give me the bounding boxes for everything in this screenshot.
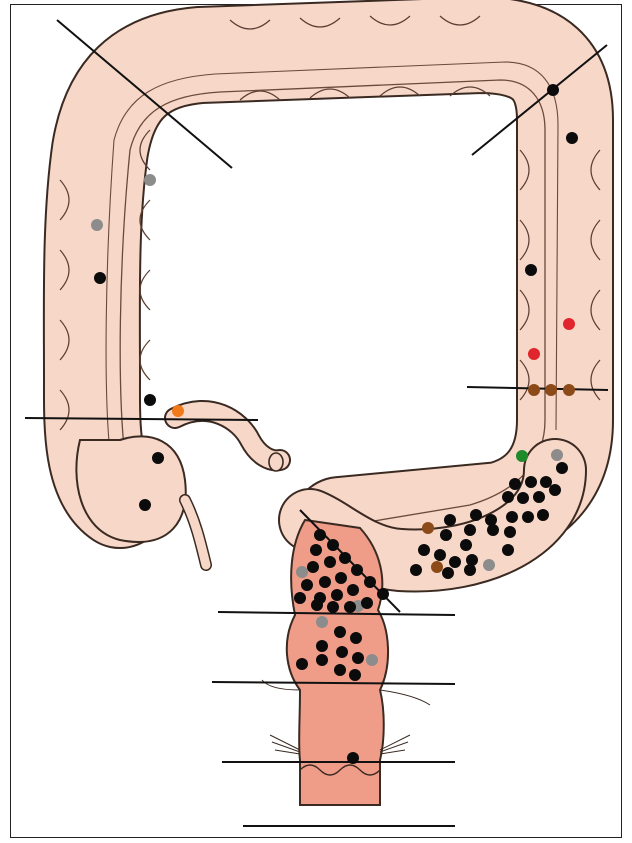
lesion-dot-black [502, 544, 514, 556]
lesion-dot-brown [422, 522, 434, 534]
lesion-dot-black [509, 478, 521, 490]
lesion-dot-black [377, 588, 389, 600]
lesion-dot-black [139, 499, 151, 511]
lesion-dot-gray [316, 616, 328, 628]
lesion-dot-black [487, 524, 499, 536]
lesion-dot-black [434, 549, 446, 561]
lesion-dot-green [516, 450, 528, 462]
lesion-dot-black [566, 132, 578, 144]
lesion-dot-black [444, 514, 456, 526]
lesion-dot-black [310, 544, 322, 556]
lesion-dot-black [352, 652, 364, 664]
lesion-dot-black [350, 632, 362, 644]
lesion-dot-black [449, 556, 461, 568]
lesion-dot-black [327, 539, 339, 551]
lesion-dot-black [525, 476, 537, 488]
lesion-dot-black [94, 272, 106, 284]
lesion-dot-black [547, 84, 559, 96]
lesion-dot-gray [144, 174, 156, 186]
lesion-dot-black [442, 567, 454, 579]
lesion-dot-black [334, 626, 346, 638]
lesion-dot-black [144, 394, 156, 406]
lesion-dot-black [464, 524, 476, 536]
lesion-dot-gray [366, 654, 378, 666]
lesion-dot-black [327, 601, 339, 613]
lesion-dot-black [466, 554, 478, 566]
lesion-dot-black [364, 576, 376, 588]
lesion-dot-black [336, 646, 348, 658]
lesion-dot-black [440, 529, 452, 541]
lesion-dot-black [537, 509, 549, 521]
lesion-dot-gray [551, 449, 563, 461]
lesion-dot-black [549, 484, 561, 496]
lesion-dot-black [349, 669, 361, 681]
lesion-dot-brown [545, 384, 557, 396]
cut-line-rectum-2 [212, 682, 455, 684]
lesion-dot-black [418, 544, 430, 556]
lesion-dot-black [324, 556, 336, 568]
lesion-dot-red [563, 318, 575, 330]
lesion-dot-black [316, 640, 328, 652]
lesion-dot-black [316, 654, 328, 666]
lesion-dot-black [319, 576, 331, 588]
lesion-dot-black [410, 564, 422, 576]
lesion-dot-black [311, 599, 323, 611]
lesion-dot-black [314, 529, 326, 541]
lesion-dot-black [152, 452, 164, 464]
lesion-dot-black [540, 476, 552, 488]
lesion-dot-red [528, 348, 540, 360]
lesion-dot-black [556, 462, 568, 474]
lesion-dot-black [296, 658, 308, 670]
lesion-dot-black [504, 526, 516, 538]
lesion-dot-brown [431, 561, 443, 573]
lesion-dot-black [506, 511, 518, 523]
lesion-dot-black [307, 561, 319, 573]
lesion-dot-black [344, 601, 356, 613]
lesion-dot-black [533, 491, 545, 503]
lesion-dot-black [301, 579, 313, 591]
lesion-dot-black [522, 511, 534, 523]
lesion-dot-brown [563, 384, 575, 396]
lesion-dot-black [460, 539, 472, 551]
lesion-dot-black [485, 514, 497, 526]
lesion-dot-black [517, 492, 529, 504]
lesion-dot-black [464, 564, 476, 576]
lesion-dot-black [335, 572, 347, 584]
lesion-dot-black [525, 264, 537, 276]
lesion-dot-black [331, 589, 343, 601]
lesion-dot-gray [91, 219, 103, 231]
lesion-dot-brown [528, 384, 540, 396]
lesion-dot-black [294, 592, 306, 604]
lesion-dot-gray [483, 559, 495, 571]
lesion-dot-black [470, 509, 482, 521]
lesion-dot-orange [172, 405, 184, 417]
lesion-dot-black [351, 564, 363, 576]
lesion-dot-gray [296, 566, 308, 578]
lesion-dot-black [347, 752, 359, 764]
lesion-dot-black [334, 664, 346, 676]
lesion-dot-black [347, 584, 359, 596]
lesion-dot-black [361, 597, 373, 609]
lesion-dot-black [339, 552, 351, 564]
lesion-dot-black [502, 491, 514, 503]
ileum-opening [269, 453, 283, 471]
